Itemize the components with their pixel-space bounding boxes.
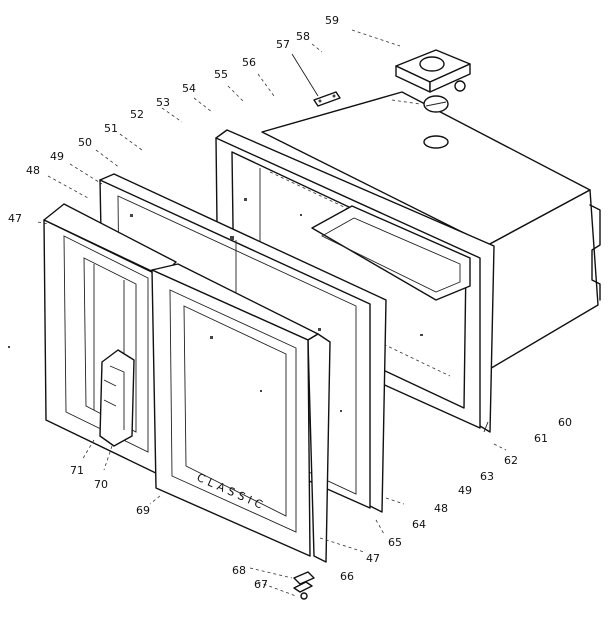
callout-64: 64 (412, 518, 426, 531)
screw-parts-66-68 (293, 571, 315, 600)
callout-63: 63 (480, 470, 494, 483)
hinge-bracket-57 (313, 91, 341, 107)
callout-61: 61 (534, 432, 548, 445)
callout-69: 69 (136, 504, 150, 517)
callout-71: 71 (70, 464, 84, 477)
callout-47-bottom: 47 (366, 552, 380, 565)
callout-54: 54 (182, 82, 196, 95)
callout-62: 62 (504, 454, 518, 467)
callout-66: 66 (340, 570, 354, 583)
callout-50: 50 (78, 136, 92, 149)
door-assembly (43, 203, 177, 477)
callout-60: 60 (558, 416, 572, 429)
callout-51: 51 (104, 122, 118, 135)
callout-49-bottom: 49 (458, 484, 472, 497)
door-front-panel: CLASSIC (151, 263, 331, 563)
leader-lines (37, 29, 507, 597)
callout-57: 57 (276, 38, 290, 51)
callout-67: 67 (254, 578, 268, 591)
callout-48-bottom: 48 (434, 502, 448, 515)
callout-70: 70 (94, 478, 108, 491)
callout-55: 55 (214, 68, 228, 81)
interlock-switch-59 (395, 49, 471, 93)
callout-48-top: 48 (26, 164, 40, 177)
callout-58: 58 (296, 30, 310, 43)
callout-47-top: 47 (8, 212, 22, 225)
cabinet (261, 91, 601, 396)
callout-56: 56 (242, 56, 256, 69)
scan-speck (8, 346, 10, 348)
callout-53: 53 (156, 96, 170, 109)
callout-65: 65 (388, 536, 402, 549)
callout-59: 59 (325, 14, 339, 27)
fan-knob-58 (423, 95, 449, 113)
callout-labels: 59 58 57 56 55 54 53 52 51 50 49 48 47 6… (8, 14, 572, 591)
callout-49-top: 49 (50, 150, 64, 163)
callout-68: 68 (232, 564, 246, 577)
callout-52: 52 (130, 108, 144, 121)
